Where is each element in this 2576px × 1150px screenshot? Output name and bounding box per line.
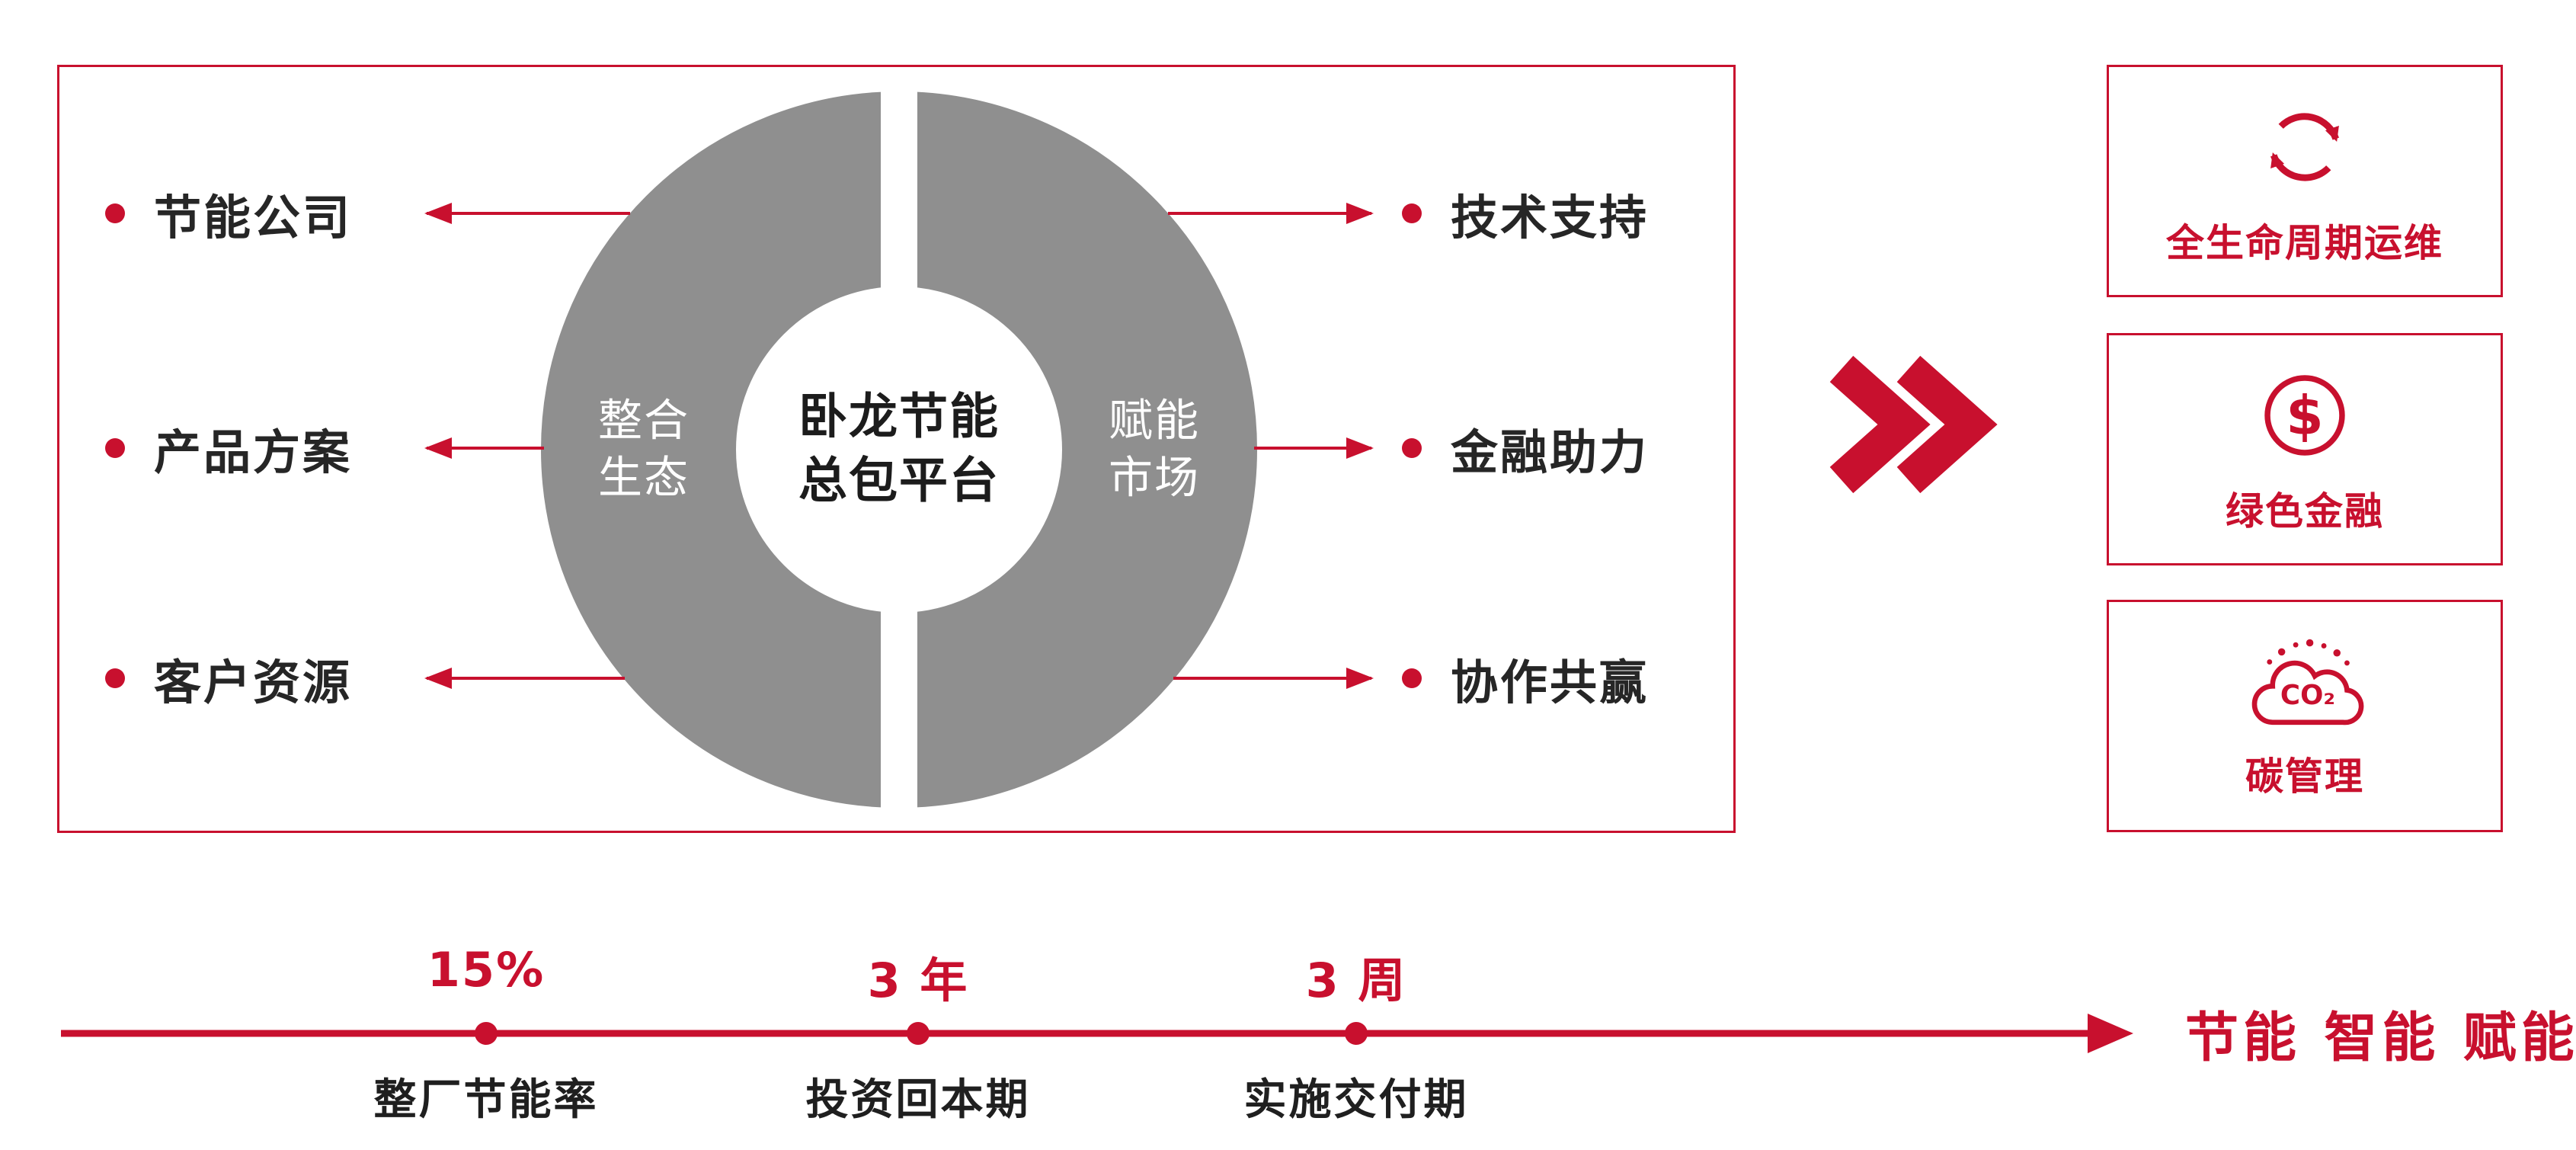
bullet-dot-icon: [1402, 668, 1422, 688]
outcome-card-lifecycle: 全生命周期运维: [2107, 65, 2503, 297]
left-ring-label: 整合 生态: [597, 394, 690, 504]
timeline-dot-3: [1345, 1022, 1368, 1045]
lifecycle-refresh-icon: [2270, 112, 2339, 181]
milestone-label-1: 整厂节能率: [373, 1075, 599, 1125]
timeline-dot-2: [907, 1022, 930, 1045]
right-ring-label: 赋能 市场: [1108, 394, 1201, 504]
right-item-label: 技术支持: [1451, 190, 1650, 245]
milestone-label-2: 投资回本期: [805, 1075, 1031, 1125]
milestone-label-3: 实施交付期: [1243, 1075, 1469, 1125]
outcome-card-carbon: CO₂ 碳管理: [2107, 600, 2503, 832]
left-item-label: 客户资源: [154, 655, 353, 710]
right-item-label: 金融助力: [1451, 424, 1650, 480]
co2-bubble-dots: [2267, 639, 2350, 665]
right-item-label: 协作共赢: [1451, 655, 1650, 710]
milestone-value-3: 3 周: [1305, 953, 1407, 1008]
left-item-label: 产品方案: [154, 424, 353, 480]
co2-glyph: CO₂: [2280, 680, 2335, 711]
dollar-glyph: $: [2286, 383, 2323, 447]
bullet-dot-icon: [1402, 438, 1422, 458]
bullet-dot-icon: [105, 438, 125, 458]
donut-gap: [881, 75, 917, 825]
left-item-3: 客户资源: [105, 644, 352, 713]
outcome-label: 碳管理: [2245, 754, 2364, 799]
right-item-3: 协作共赢: [1402, 644, 1649, 713]
left-item-2: 产品方案: [105, 414, 352, 482]
outcome-label: 全生命周期运维: [2166, 220, 2443, 265]
platform-center-label: 卧龙节能 总包平台: [798, 389, 1000, 510]
outcome-label: 绿色金融: [2226, 489, 2384, 533]
bullet-dot-icon: [105, 668, 125, 688]
co2-cloud-icon: CO₂: [2251, 639, 2364, 725]
bullet-dot-icon: [1402, 203, 1422, 223]
left-item-1: 节能公司: [105, 179, 352, 248]
milestone-value-1: 15%: [427, 942, 546, 998]
timeline-axis: [61, 1014, 2133, 1053]
slogan-text: 节能 智能 赋能: [2185, 1006, 2576, 1069]
platform-panel: [57, 65, 1736, 833]
left-item-label: 节能公司: [154, 190, 353, 245]
timeline-dot-1: [475, 1022, 498, 1045]
outcome-card-finance: $ 绿色金融: [2107, 333, 2503, 565]
bullet-dot-icon: [105, 203, 125, 223]
milestone-value-2: 3 年: [867, 953, 969, 1008]
right-item-1: 技术支持: [1402, 179, 1649, 248]
dollar-circle-icon: $: [2264, 374, 2345, 456]
double-chevron-icon: [1829, 355, 1998, 494]
right-item-2: 金融助力: [1402, 414, 1649, 482]
